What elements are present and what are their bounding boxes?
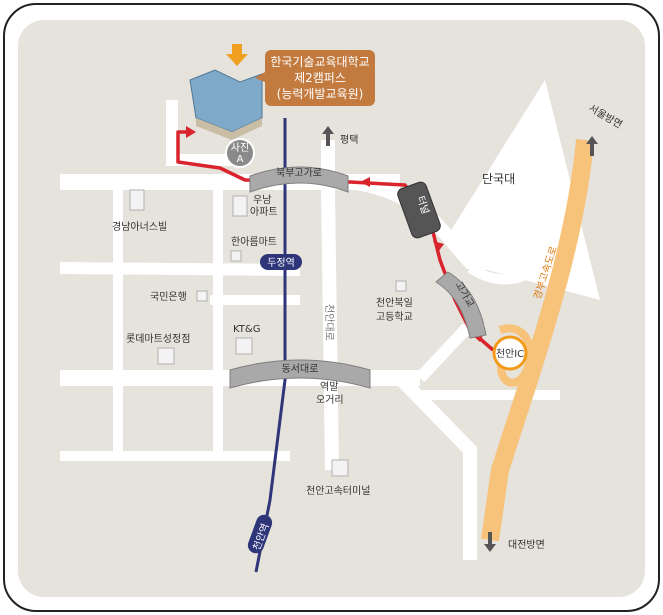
route-path: [176, 130, 495, 352]
building-icon: [395, 280, 407, 292]
overpass-shape: [229, 359, 371, 389]
road-segment: [166, 100, 245, 166]
landmark-yeokmal-1: 역말: [320, 381, 338, 393]
building-icon: [331, 459, 349, 477]
tunnel: 터널: [397, 181, 441, 239]
down-arrow-icon: [484, 532, 496, 552]
road-segment: [394, 373, 477, 560]
landmark-dankook: 단국대: [482, 172, 515, 186]
road-label-cheonan-daero: 천안대로: [323, 304, 335, 341]
up-arrow-icon: [322, 126, 334, 146]
building-icon: [196, 290, 208, 302]
building-base-icon: [196, 118, 262, 140]
apartment-icon: [129, 189, 145, 211]
landmark-hanareum: 한아름마트: [231, 236, 277, 248]
landmark-lotte: 롯데마트성정점: [126, 333, 190, 345]
landmark-gyeongnam: 경남아너스빌: [112, 220, 167, 233]
road-segment: [59, 262, 301, 276]
cheonan-ic: 천안IC: [492, 335, 528, 371]
landmark-bugil-2: 고등학교: [376, 311, 413, 323]
expressway-line: [481, 139, 594, 542]
callout-line-2: 제2캠퍼스: [294, 71, 346, 85]
route-arrow-icon: [186, 126, 196, 138]
landmark-wunam-2: 아파트: [250, 206, 278, 218]
apartment-icon: [232, 195, 248, 217]
overpass-shape: [249, 166, 349, 193]
landmarks: 단국대 경남아너스빌 우남 아파트 한아름마트 국민은행 롯데마트성정점 KT&…: [112, 172, 515, 497]
building-icon: [235, 337, 253, 355]
landmark-kookmin: 국민은행: [150, 291, 187, 303]
tunnel-label: 터널: [414, 194, 431, 215]
station-badge: [260, 254, 302, 270]
callout-line-3: (능력개발교육원): [277, 87, 364, 101]
photo-marker-circle[interactable]: [225, 138, 255, 168]
direction-daejeon: 대전방면: [484, 532, 545, 552]
photo-marker-a[interactable]: 사진 A: [225, 138, 255, 168]
expressway-ramp: [497, 324, 535, 387]
tunnel-shape: [397, 181, 441, 239]
landmark-terminal: 천안고속터미널: [306, 485, 370, 497]
ic-label: 천안IC: [496, 348, 524, 360]
destination-callout: 한국기술교육대학교 제2캠퍼스 (능력개발교육원): [255, 50, 375, 106]
route-arrow-icon: [433, 241, 444, 252]
ic-circle: [492, 335, 528, 371]
overpass-shape: [435, 271, 487, 339]
direction-pyeongtaek: 평택: [322, 126, 358, 146]
direction-daejeon-label: 대전방면: [508, 539, 545, 551]
station-label-dujeong: 두정역: [267, 257, 295, 269]
station-badge: [247, 514, 273, 554]
photo-marker-letter: A: [237, 154, 244, 165]
route-arrow-icon: [360, 177, 370, 187]
building-icon: [157, 347, 175, 365]
station-dujeong: 두정역: [260, 254, 302, 270]
up-arrow-icon: [586, 136, 598, 156]
overpass-label-dongseo: 동서대로: [282, 363, 319, 375]
landmark-wunam-1: 우남: [253, 194, 271, 206]
direction-pyeongtaek-label: 평택: [340, 134, 358, 146]
overpass-bukbu: 북부고가로: [249, 166, 349, 193]
building-icon: [230, 250, 242, 262]
landmark-bugil-1: 천안북일: [376, 297, 413, 309]
photo-marker-text: 사진: [231, 142, 249, 154]
landmark-yeokmal-2: 오거리: [316, 394, 344, 406]
overpass-dongseo: 동서대로: [229, 359, 371, 389]
landmark-ktg: KT&G: [233, 324, 260, 335]
destination-arrow-icon: [226, 44, 248, 66]
callout-box: [265, 50, 375, 106]
callout-pointer: [255, 72, 265, 82]
destination-building: [189, 44, 263, 140]
callout-line-1: 한국기술교육대학교: [270, 55, 369, 69]
overpass-label-bukbu: 북부고가로: [276, 167, 322, 179]
